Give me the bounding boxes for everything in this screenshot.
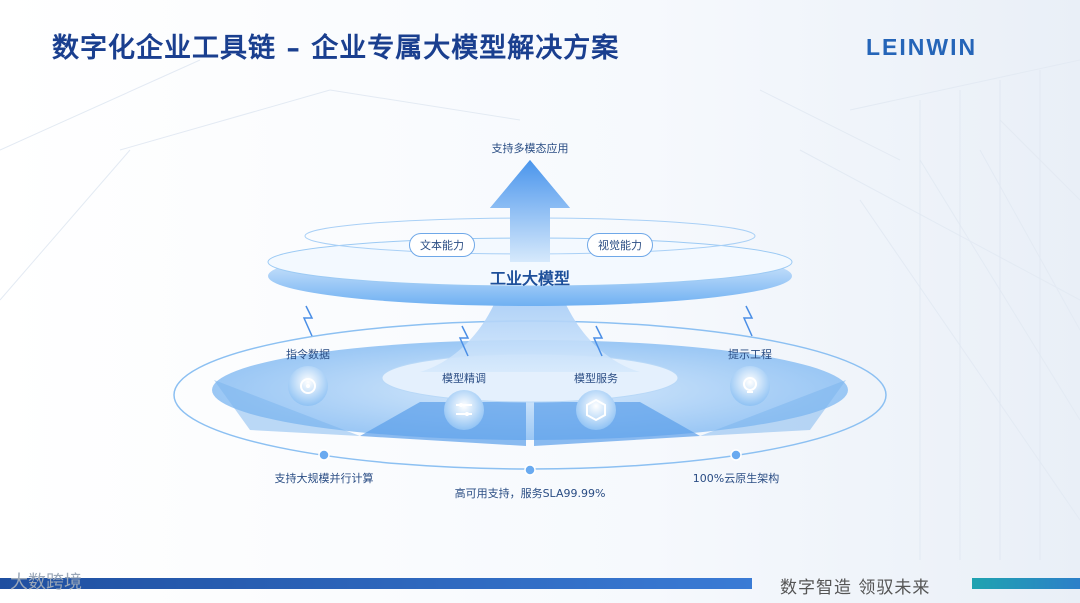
capability-vision: 视觉能力 (587, 233, 653, 257)
lightbulb-icon (730, 366, 770, 406)
page-title: 数字化企业工具链 – 企业专属大模型解决方案 (52, 33, 620, 64)
module-prompt-engineering: 提示工程 (728, 348, 772, 361)
feature-dot (730, 449, 742, 461)
footer-bar-left (0, 578, 752, 589)
module-model-service: 模型服务 (574, 372, 618, 385)
watermark: 大数跨境 (10, 572, 82, 593)
feature-cloud-native: 100%云原生架构 (692, 472, 780, 485)
chart-cube-icon (576, 390, 616, 430)
core-label: 工业大模型 (489, 269, 571, 288)
footer-bar-right (972, 578, 1080, 589)
module-instruction-data: 指令数据 (286, 348, 330, 361)
target-icon (288, 366, 328, 406)
top-label: 支持多模态应用 (491, 142, 569, 155)
feature-dot (524, 464, 536, 476)
feature-sla: 高可用支持，服务SLA99.99% (454, 487, 606, 500)
company-logo: LEINWIN (866, 34, 978, 60)
capability-text: 文本能力 (409, 233, 475, 257)
module-fine-tuning: 模型精调 (442, 372, 486, 385)
footer-slogan: 数字智造 领驭未来 (780, 578, 931, 598)
feature-dot (318, 449, 330, 461)
sliders-icon (444, 390, 484, 430)
feature-parallel: 支持大规模并行计算 (274, 472, 374, 485)
